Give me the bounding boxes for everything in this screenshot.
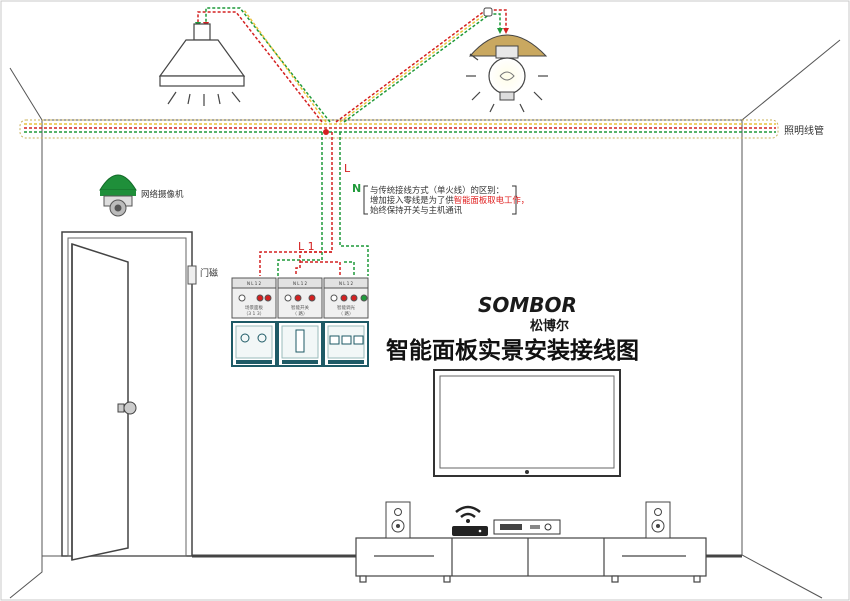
- module-sublabel: （ 路）: [339, 310, 354, 317]
- junction-point: [323, 129, 329, 135]
- ceiling-wires: [197, 7, 507, 123]
- wire-label-N: N: [352, 182, 361, 195]
- pendant-bulb-lamp: [466, 34, 548, 113]
- smart-module: N L 1 2 智能开关 （ 路）: [277, 277, 323, 319]
- wifi-router-icon: [452, 505, 488, 536]
- camera-label: 网络摄像机: [141, 189, 184, 200]
- wire-label-L1: L 1: [298, 240, 315, 253]
- brand-logo: SOMBOR 松博尔: [478, 293, 577, 334]
- wire-arrow: [503, 28, 509, 34]
- set-top-box: [493, 519, 561, 535]
- module-terminal-label: N L 1 2: [247, 281, 262, 286]
- note-line-2-prefix: 增加接入零线是为了供: [370, 195, 454, 205]
- smart-switch-panel: [277, 321, 323, 367]
- note-line-2: 增加接入零线是为了供智能面板取电工作，: [370, 195, 529, 205]
- module-label: 智能调光: [337, 304, 355, 311]
- door-knob: [123, 401, 137, 415]
- diagram-title: 智能面板实景安装接线图: [386, 337, 639, 364]
- module-sublabel: （3 1 3）: [244, 311, 264, 317]
- brand-logo-text: SOMBOR: [478, 293, 577, 317]
- module-terminal-label: N L 1 2: [339, 281, 354, 286]
- brand-name-cn: 松博尔: [530, 318, 569, 334]
- camera-icon: [99, 174, 137, 217]
- note-line-1: 与传统接线方式（单火线）的区别：: [370, 185, 504, 195]
- smart-module: N L 1 2 智能调光 （ 路）: [323, 277, 369, 319]
- door-sensor-label: 门磁: [200, 267, 218, 279]
- tv-cabinet: [355, 537, 707, 583]
- note-callout: 与传统接线方式（单火线）的区别： 增加接入零线是为了供智能面板取电工作， 始终保…: [363, 185, 529, 215]
- module-label: 智能开关: [291, 304, 309, 311]
- note-line-3: 始终保持开关与主机通讯: [370, 205, 463, 215]
- module-label: 场景面板: [245, 304, 263, 311]
- scene-panel: [231, 321, 277, 367]
- conduit-label: 照明线管: [784, 124, 824, 137]
- wire-arrow: [497, 28, 503, 34]
- television: [433, 369, 621, 477]
- module-terminal-label: N L 1 2: [293, 281, 308, 286]
- drop-wires: [259, 132, 369, 276]
- dimmer-panel: [323, 321, 369, 367]
- speaker-right: [645, 501, 671, 539]
- door-sensor-icon: [187, 265, 197, 285]
- module-sublabel: （ 路）: [293, 310, 308, 317]
- ceiling-hook: [483, 7, 493, 17]
- smart-module: N L 1 2 场景面板 （3 1 3）: [231, 277, 277, 319]
- wire-label-L: L: [344, 162, 351, 175]
- note-highlight: 智能面板取电工作，: [454, 195, 529, 205]
- door: [61, 231, 193, 561]
- lighting-conduit: [19, 119, 779, 139]
- speaker-left: [385, 501, 411, 539]
- ceiling-lamp: [158, 23, 246, 106]
